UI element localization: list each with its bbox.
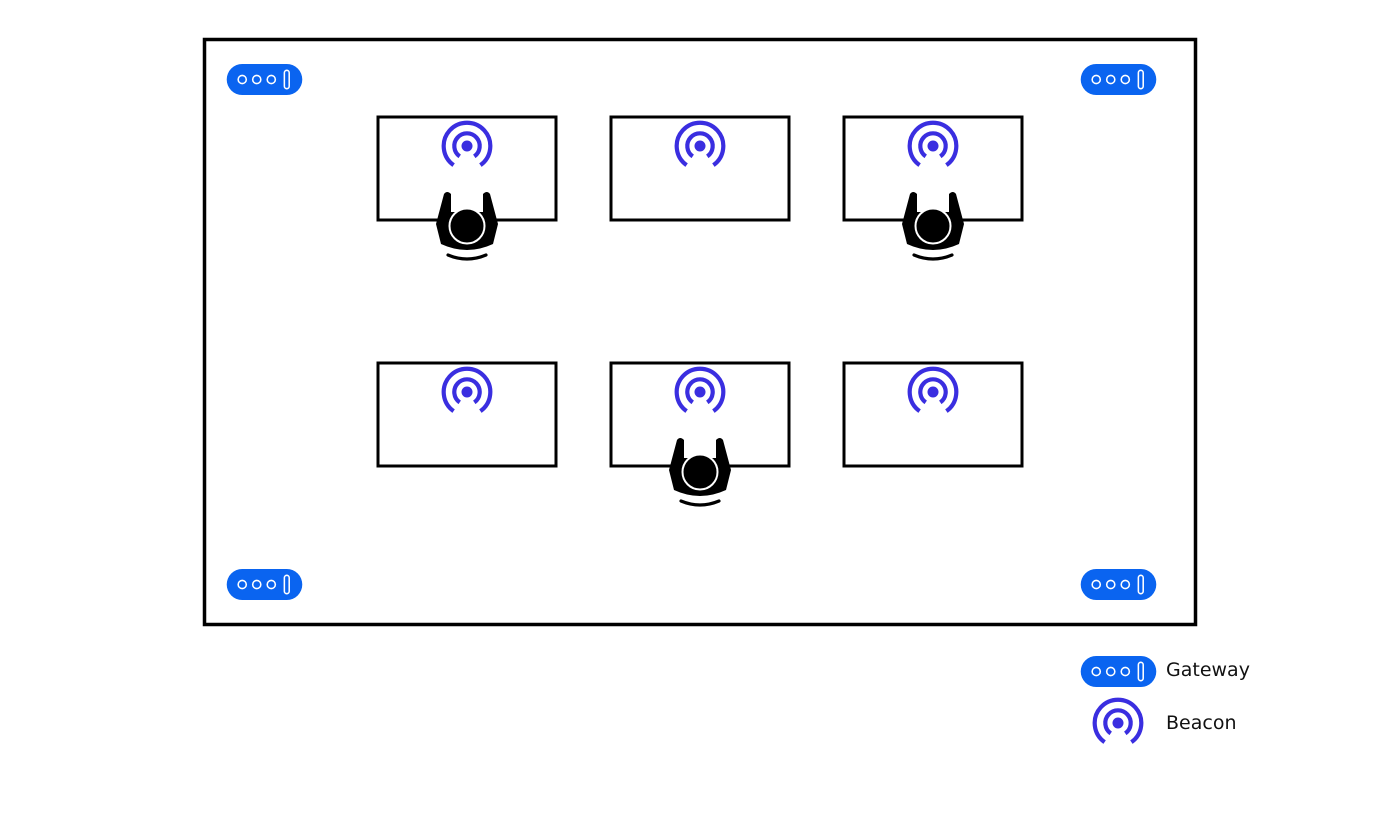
gateway-icon [226,64,303,95]
beacon-icon [444,369,491,411]
beacon-icon [1095,700,1142,742]
person-icon [667,436,733,507]
desk [842,361,1024,468]
beacon-icon [910,123,957,165]
beacon-icon [444,123,491,165]
desk-outline [609,115,791,222]
desk-outline [842,361,1024,468]
desk [609,115,791,222]
gateway-icon [1080,569,1157,600]
legend-gateway-label: Gateway [1166,659,1250,681]
desk [376,361,558,468]
room-outline [202,37,1198,627]
beacon-icon [677,369,724,411]
person-icon [900,190,966,261]
gateway-icon [226,569,303,600]
desk-outline [376,361,558,468]
beacon-icon [677,123,724,165]
person-icon [434,190,500,261]
gateway-icon [1080,656,1157,687]
desk-layer [376,115,1024,507]
desk [376,115,558,261]
gateway-layer [226,64,1157,600]
desk [842,115,1024,261]
legend-beacon-label: Beacon [1166,712,1237,734]
desk [609,361,791,507]
gateway-icon [1080,64,1157,95]
legend [1080,656,1157,742]
beacon-icon [910,369,957,411]
